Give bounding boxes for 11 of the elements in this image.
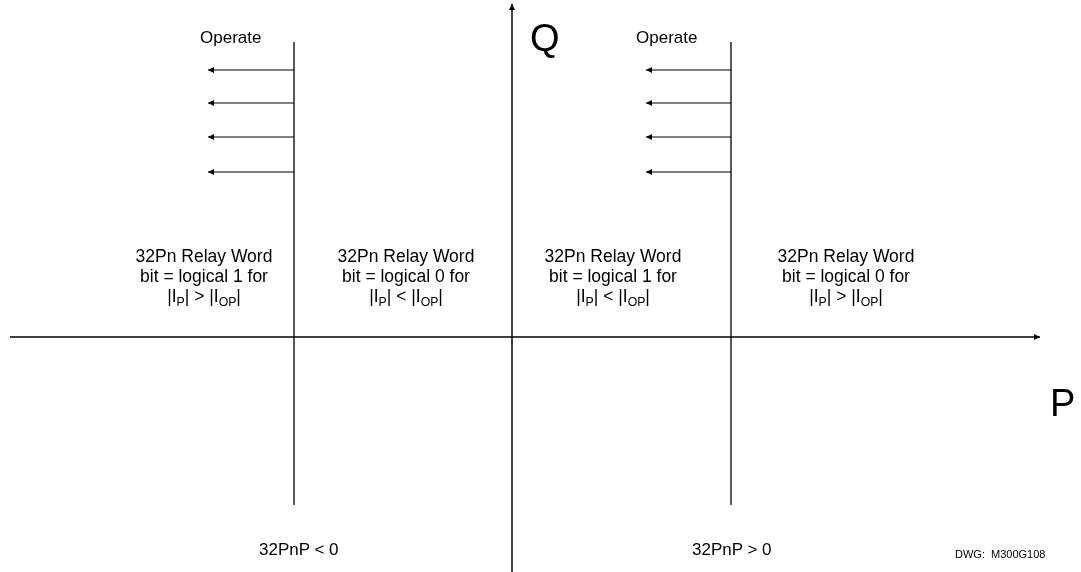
- condition-label: 32PnP > 0: [692, 540, 772, 560]
- condition-label: 32PnP < 0: [259, 540, 339, 560]
- axis-label: Q: [530, 17, 560, 61]
- region-description: 32Pn Relay Word bit = logical 1 for |I$_{P}$| < |I$_{OP}$|: [543, 246, 683, 307]
- operate-label: Operate: [636, 28, 698, 48]
- drawing-number: DWG: M300G108: [955, 548, 1046, 561]
- operate-label: Operate: [200, 28, 262, 48]
- region-description: 32Pn Relay Word bit = logical 0 for |I$_{P}$| > |I$_{OP}$|: [776, 246, 916, 307]
- region-description: 32Pn Relay Word bit = logical 1 for |I$_{P}$| > |I$_{OP}$|: [134, 246, 274, 307]
- axis-label: P: [1050, 382, 1076, 426]
- region-description: 32Pn Relay Word bit = logical 0 for |I$_{P}$| < |I$_{OP}$|: [336, 246, 476, 307]
